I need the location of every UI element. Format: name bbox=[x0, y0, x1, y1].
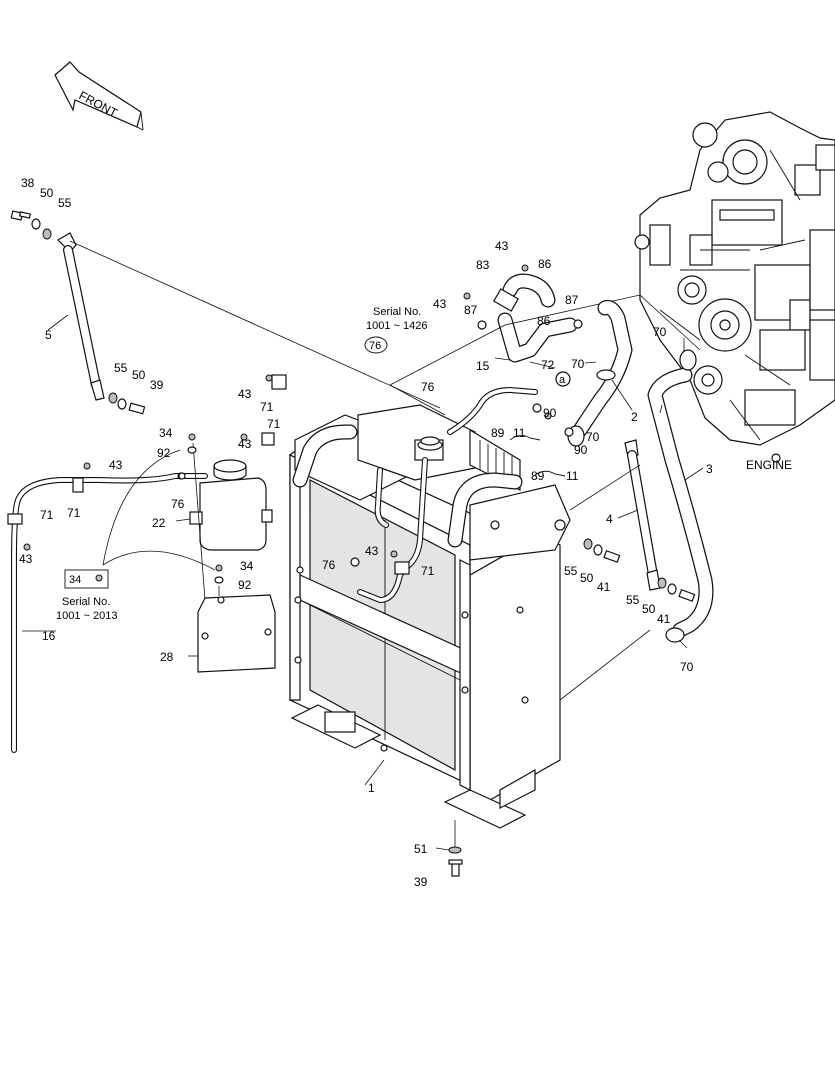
callout-11: 11 bbox=[513, 426, 526, 440]
callout-15: 15 bbox=[476, 359, 490, 373]
front-arrow: FRONT bbox=[54, 61, 144, 131]
stay-rod-5 bbox=[57, 232, 105, 401]
leader-lines bbox=[22, 314, 704, 851]
callout-43: 43 bbox=[238, 387, 252, 401]
callout-22: 22 bbox=[152, 516, 166, 530]
overflow-hose-16 bbox=[7, 462, 208, 753]
callout-55: 55 bbox=[114, 361, 128, 375]
serial-note-upper-line1: Serial No. bbox=[373, 306, 421, 318]
callout-76: 76 bbox=[322, 558, 336, 572]
callout-41: 41 bbox=[597, 580, 611, 594]
serial-note-upper-part: 76 bbox=[369, 340, 381, 352]
callout-39: 39 bbox=[414, 875, 428, 889]
callout-92: 92 bbox=[238, 578, 252, 592]
callout-71: 71 bbox=[267, 417, 281, 431]
callout-76: 76 bbox=[171, 497, 185, 511]
callout-5: 5 bbox=[45, 328, 52, 342]
serial-note-upper-part-oval bbox=[364, 336, 388, 354]
callout-labels: 38 50 55 5 55 50 39 43 86 83 43 87 87 86… bbox=[19, 176, 713, 889]
callout-50: 50 bbox=[40, 186, 54, 200]
callout-89: 89 bbox=[531, 469, 545, 483]
callout-2: 2 bbox=[631, 410, 638, 424]
callout-16: 16 bbox=[42, 629, 56, 643]
callout-71: 71 bbox=[260, 400, 274, 414]
callout-43: 43 bbox=[238, 437, 252, 451]
callout-55: 55 bbox=[564, 564, 578, 578]
callout-4: 4 bbox=[606, 512, 613, 526]
serial-note-lower-part: 34 bbox=[69, 574, 81, 586]
callout-39: 39 bbox=[150, 378, 164, 392]
callout-70: 70 bbox=[653, 325, 667, 339]
callout-51: 51 bbox=[414, 842, 428, 856]
callout-55: 55 bbox=[626, 593, 640, 607]
callout-92: 92 bbox=[157, 446, 171, 460]
callout-70: 70 bbox=[680, 660, 694, 674]
callout-70: 70 bbox=[571, 357, 585, 371]
callout-70: 70 bbox=[586, 430, 600, 444]
callout-34: 34 bbox=[240, 559, 254, 573]
callout-55: 55 bbox=[58, 196, 72, 210]
callout-72: 72 bbox=[541, 358, 555, 372]
callout-38: 38 bbox=[21, 176, 35, 190]
serial-note-upper-line2: 1001 ~ 1426 bbox=[366, 320, 427, 332]
callout-43: 43 bbox=[109, 458, 123, 472]
callout-28: 28 bbox=[160, 650, 174, 664]
callout-1: 1 bbox=[368, 781, 375, 795]
serial-note-lower-part-box bbox=[64, 569, 109, 589]
callout-50: 50 bbox=[132, 368, 146, 382]
callout-43: 43 bbox=[19, 552, 33, 566]
callout-71: 71 bbox=[67, 506, 81, 520]
serial-note-lower-line2: 1001 ~ 2013 bbox=[56, 610, 117, 622]
callout-76: 76 bbox=[421, 380, 435, 394]
ref-marker-a: a bbox=[559, 374, 566, 386]
callout-90: 90 bbox=[543, 406, 557, 420]
callout-3: 3 bbox=[706, 462, 713, 476]
callout-89: 89 bbox=[491, 426, 505, 440]
stay-rod-4 bbox=[624, 439, 661, 591]
bolt-39-set bbox=[108, 392, 146, 415]
callout-43: 43 bbox=[365, 544, 379, 558]
lower-hose-3 bbox=[647, 349, 714, 643]
callout-86: 86 bbox=[537, 314, 551, 328]
engine-label: ENGINE bbox=[746, 458, 792, 472]
callout-50: 50 bbox=[642, 602, 656, 616]
callout-71: 71 bbox=[40, 508, 54, 522]
callout-90: 90 bbox=[574, 443, 588, 457]
callout-87: 87 bbox=[565, 293, 579, 307]
callout-71: 71 bbox=[421, 564, 435, 578]
cover-plate-28 bbox=[197, 594, 276, 673]
serial-note-lower-line1: Serial No. bbox=[62, 596, 110, 608]
callout-86: 86 bbox=[538, 257, 552, 271]
callout-87: 87 bbox=[464, 303, 478, 317]
clip-set bbox=[509, 403, 574, 477]
callout-43: 43 bbox=[495, 239, 509, 253]
callout-83: 83 bbox=[476, 258, 490, 272]
callout-50: 50 bbox=[580, 571, 594, 585]
reserve-tank-22 bbox=[177, 459, 273, 551]
callout-41: 41 bbox=[657, 612, 671, 626]
callout-34: 34 bbox=[159, 426, 173, 440]
bolt-38-set bbox=[10, 210, 52, 240]
upper-hose-86 bbox=[463, 264, 583, 363]
callout-11: 11 bbox=[566, 469, 579, 483]
callout-43: 43 bbox=[433, 297, 447, 311]
